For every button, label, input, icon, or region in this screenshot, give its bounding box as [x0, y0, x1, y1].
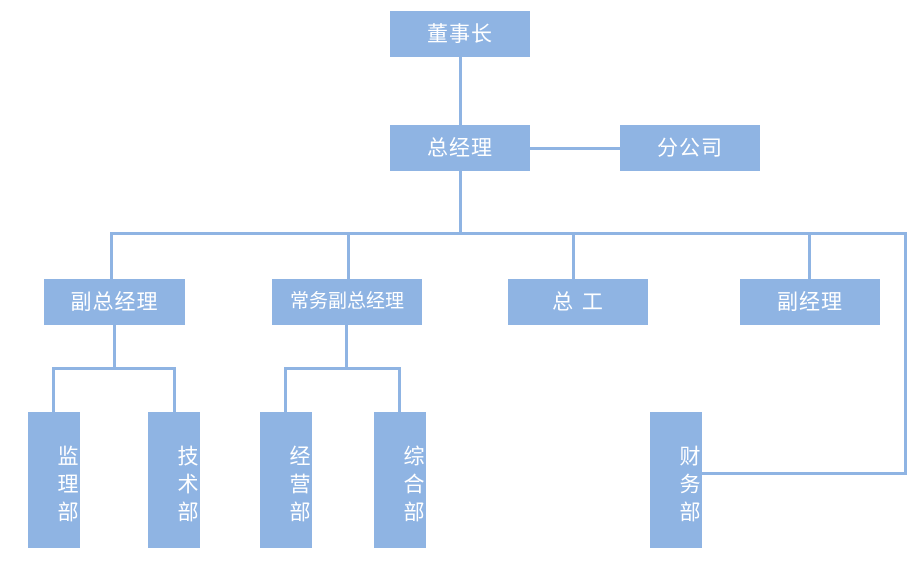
- connector-bus-to-deputy-manager: [808, 232, 811, 279]
- connector-bus-to-exec-deputy-gm: [347, 232, 350, 279]
- node-chief-engineer[interactable]: 总 工: [508, 279, 648, 325]
- connector-exec-deputy-gm-bus: [284, 367, 401, 370]
- connector-exec-deputy-gm-drop: [345, 325, 348, 368]
- connector-deputy-gm-drop: [113, 325, 116, 368]
- connector-elbow-to-finance: [700, 472, 907, 475]
- node-executive-deputy-general-manager[interactable]: 常务副总经理: [272, 279, 422, 325]
- connector-bus-to-deputy-gm: [110, 232, 113, 279]
- connector-level3-bus: [110, 232, 907, 235]
- connector-to-general-affairs-dept: [398, 367, 401, 412]
- node-general-manager[interactable]: 总经理: [390, 125, 530, 171]
- connector-to-technology-dept: [173, 367, 176, 412]
- node-branch-company[interactable]: 分公司: [620, 125, 760, 171]
- node-general-affairs-department[interactable]: 综合部: [374, 412, 426, 548]
- connector-chairman-to-gm: [459, 57, 462, 125]
- connector-to-operations-dept: [284, 367, 287, 412]
- connector-deputy-gm-bus: [52, 367, 176, 370]
- connector-gm-to-branch: [530, 147, 620, 150]
- node-supervision-department[interactable]: 监理部: [28, 412, 80, 548]
- node-technology-department[interactable]: 技术部: [148, 412, 200, 548]
- node-finance-department[interactable]: 财务部: [650, 412, 702, 548]
- node-deputy-general-manager[interactable]: 副总经理: [44, 279, 185, 325]
- connector-to-supervision-dept: [52, 367, 55, 412]
- connector-bus-to-chief-engineer: [572, 232, 575, 279]
- connector-bus-right-riser: [904, 232, 907, 475]
- node-deputy-manager[interactable]: 副经理: [740, 279, 880, 325]
- connector-gm-drop: [459, 171, 462, 232]
- node-chairman[interactable]: 董事长: [390, 11, 530, 57]
- node-operations-department[interactable]: 经营部: [260, 412, 312, 548]
